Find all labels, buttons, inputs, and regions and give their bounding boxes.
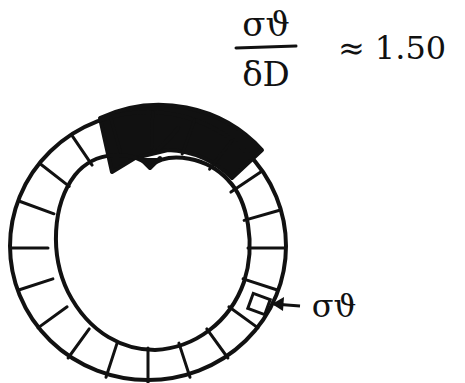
- element-square: [248, 293, 270, 314]
- inner-outline: [56, 155, 250, 350]
- notch-tick: [158, 128, 178, 150]
- notch: [140, 158, 160, 168]
- segment-line: [244, 211, 279, 221]
- segment-line: [12, 247, 48, 250]
- numerator-label: σϑ: [242, 7, 290, 41]
- ring-segments: [12, 112, 284, 383]
- segment-line: [68, 329, 89, 358]
- outer-circle: [10, 112, 286, 380]
- segment-line: [72, 135, 92, 165]
- segment-line: [243, 279, 277, 290]
- segment-line: [210, 141, 232, 169]
- denominator-label: δD: [242, 57, 290, 91]
- fraction-bar: [236, 46, 296, 48]
- segment-line: [207, 329, 228, 358]
- segment-line: [147, 348, 150, 383]
- segment-line: [20, 202, 54, 214]
- segment-line: [248, 247, 284, 250]
- segment-line: [38, 307, 67, 328]
- segment-line: [41, 164, 69, 186]
- segment-line: [19, 279, 53, 290]
- arrow-head: [272, 297, 284, 311]
- ratio-value: ≈ 1.50: [338, 32, 446, 64]
- segment-line: [152, 112, 153, 148]
- segment-line: [106, 343, 117, 377]
- segment-line: [182, 120, 194, 154]
- segment-line: [179, 343, 190, 377]
- element-label: σϑ: [312, 290, 357, 322]
- segment-line: [111, 117, 121, 152]
- segment-line: [231, 172, 261, 192]
